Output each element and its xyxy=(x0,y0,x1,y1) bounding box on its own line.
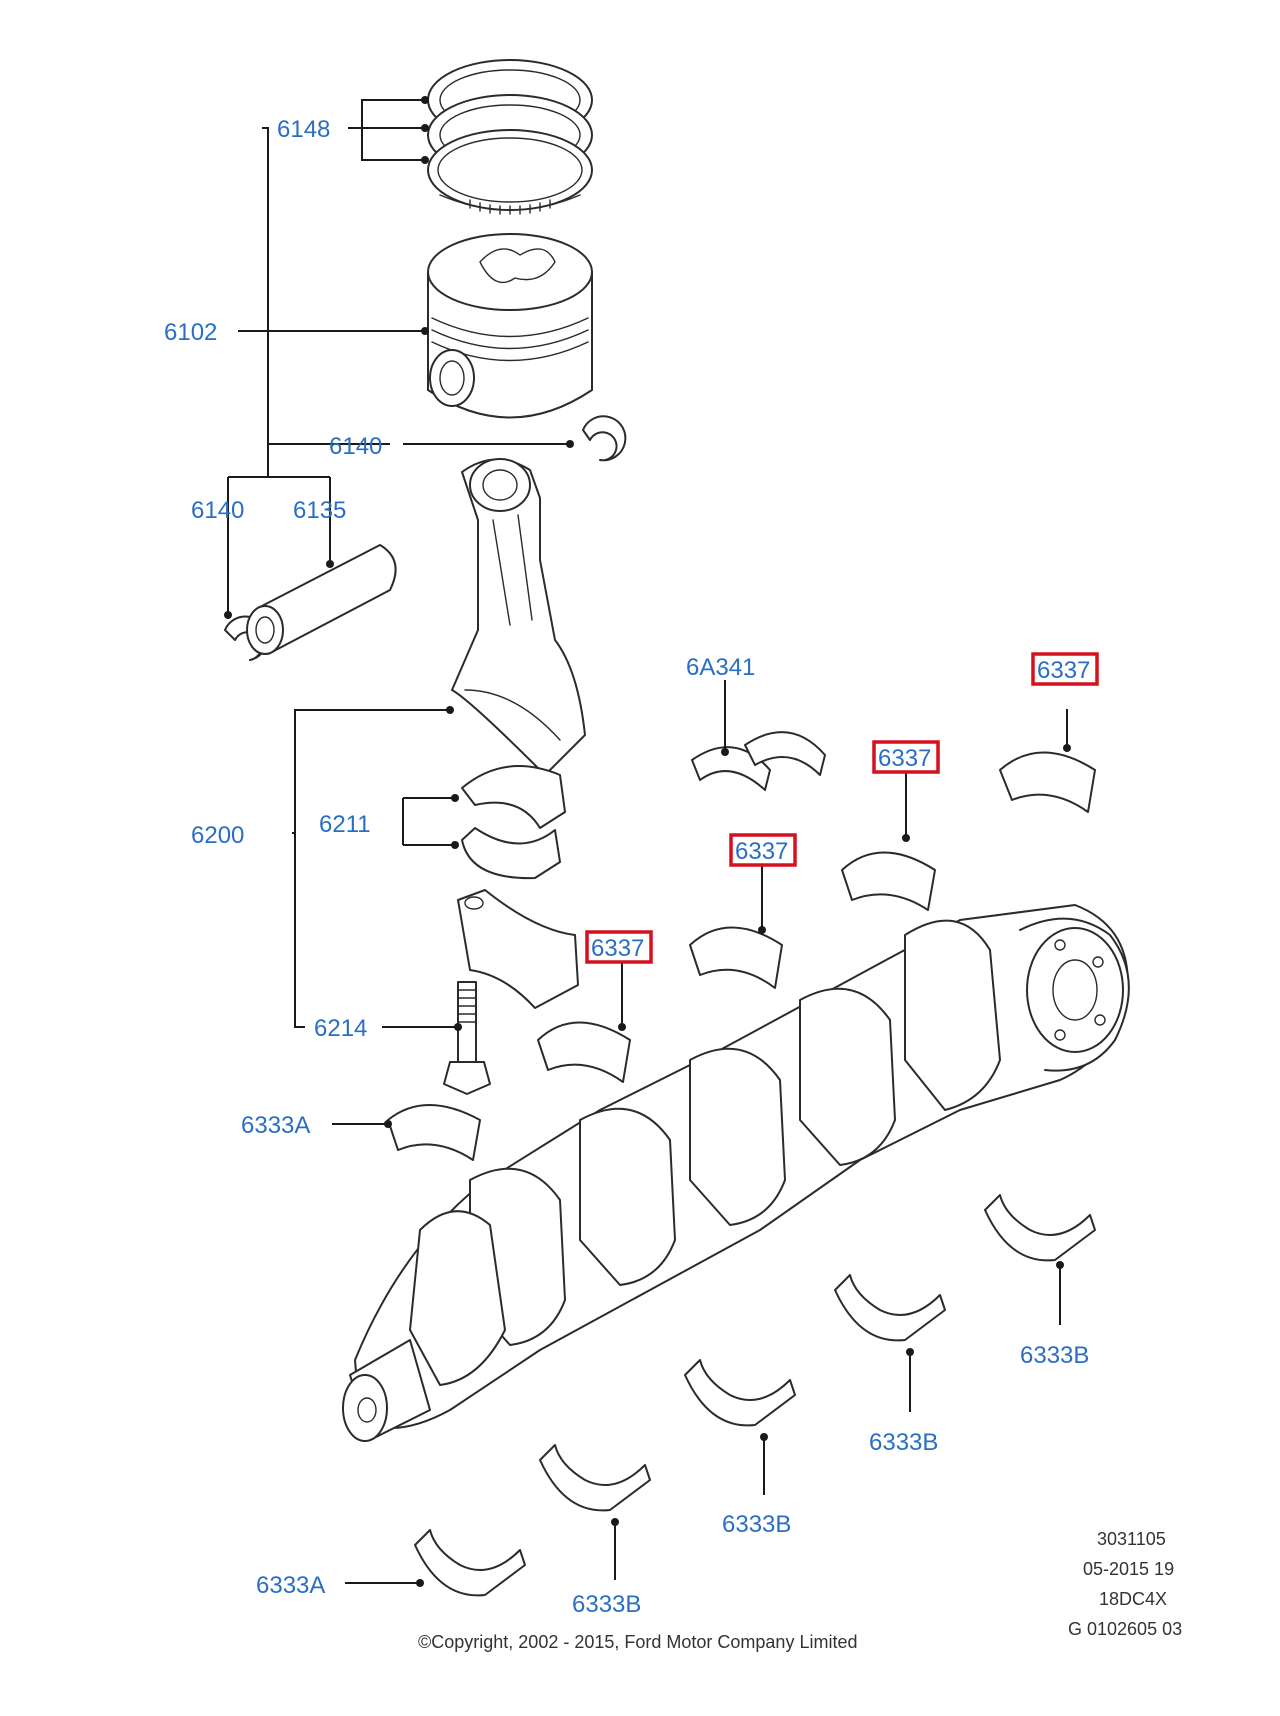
copyright-text: ©Copyright, 2002 - 2015, Ford Motor Comp… xyxy=(418,1632,857,1652)
label-6211: 6211 xyxy=(319,811,371,838)
label-6333B-1: 6333B xyxy=(1020,1342,1089,1369)
label-6333B-2: 6333B xyxy=(869,1429,938,1456)
piston-drawing xyxy=(427,233,593,419)
highlight-box-6337-b xyxy=(872,740,940,774)
highlight-box-6337-c xyxy=(729,833,797,867)
connecting-rod-drawing xyxy=(451,458,586,776)
thrust-washers-drawing xyxy=(691,731,826,791)
label-6333A-lower: 6333A xyxy=(256,1572,325,1599)
label-6214: 6214 xyxy=(314,1015,367,1042)
circlip-upper-drawing xyxy=(582,415,627,462)
drawing-code-4: G 0102605 03 xyxy=(1068,1619,1182,1639)
highlight-box-6337-a xyxy=(1031,652,1099,686)
crankshaft-drawing xyxy=(342,904,1130,1442)
label-6337-a: 6337 xyxy=(1037,657,1090,684)
drawing-code-1: 3031105 xyxy=(1097,1529,1166,1549)
part-labels: 6148 6102 6140 6140 6135 6A341 6337 6337… xyxy=(164,116,1099,1618)
main-bearing-upper-shells-drawing xyxy=(387,751,1096,1161)
main-bearing-lower-shells-drawing xyxy=(414,1194,1096,1597)
rod-cap-drawing xyxy=(457,889,579,1009)
rod-bolt-drawing xyxy=(443,981,491,1095)
label-6333A-upper: 6333A xyxy=(241,1112,310,1139)
label-6337-c: 6337 xyxy=(735,838,788,865)
label-6200: 6200 xyxy=(191,822,244,849)
label-6337-b: 6337 xyxy=(878,745,931,772)
piston-rings-drawing xyxy=(427,59,593,215)
leader-lines xyxy=(224,96,1071,1587)
label-6102: 6102 xyxy=(164,319,217,346)
label-6A341: 6A341 xyxy=(686,654,755,681)
drawing-code-3: 18DC4X xyxy=(1099,1589,1167,1609)
label-6337-d: 6337 xyxy=(591,935,644,962)
label-6140-upper: 6140 xyxy=(329,433,382,460)
label-6140-lower: 6140 xyxy=(191,497,244,524)
conrod-bearing-shells-drawing xyxy=(461,765,566,880)
highlight-box-6337-d xyxy=(585,930,653,964)
label-6148: 6148 xyxy=(277,116,330,143)
label-6135: 6135 xyxy=(293,497,346,524)
label-6333B-3: 6333B xyxy=(722,1511,791,1538)
footer: ©Copyright, 2002 - 2015, Ford Motor Comp… xyxy=(418,1529,1182,1652)
drawing-code-2: 05-2015 19 xyxy=(1083,1559,1174,1579)
label-6333B-4: 6333B xyxy=(572,1591,641,1618)
piston-pin-drawing xyxy=(246,544,397,655)
